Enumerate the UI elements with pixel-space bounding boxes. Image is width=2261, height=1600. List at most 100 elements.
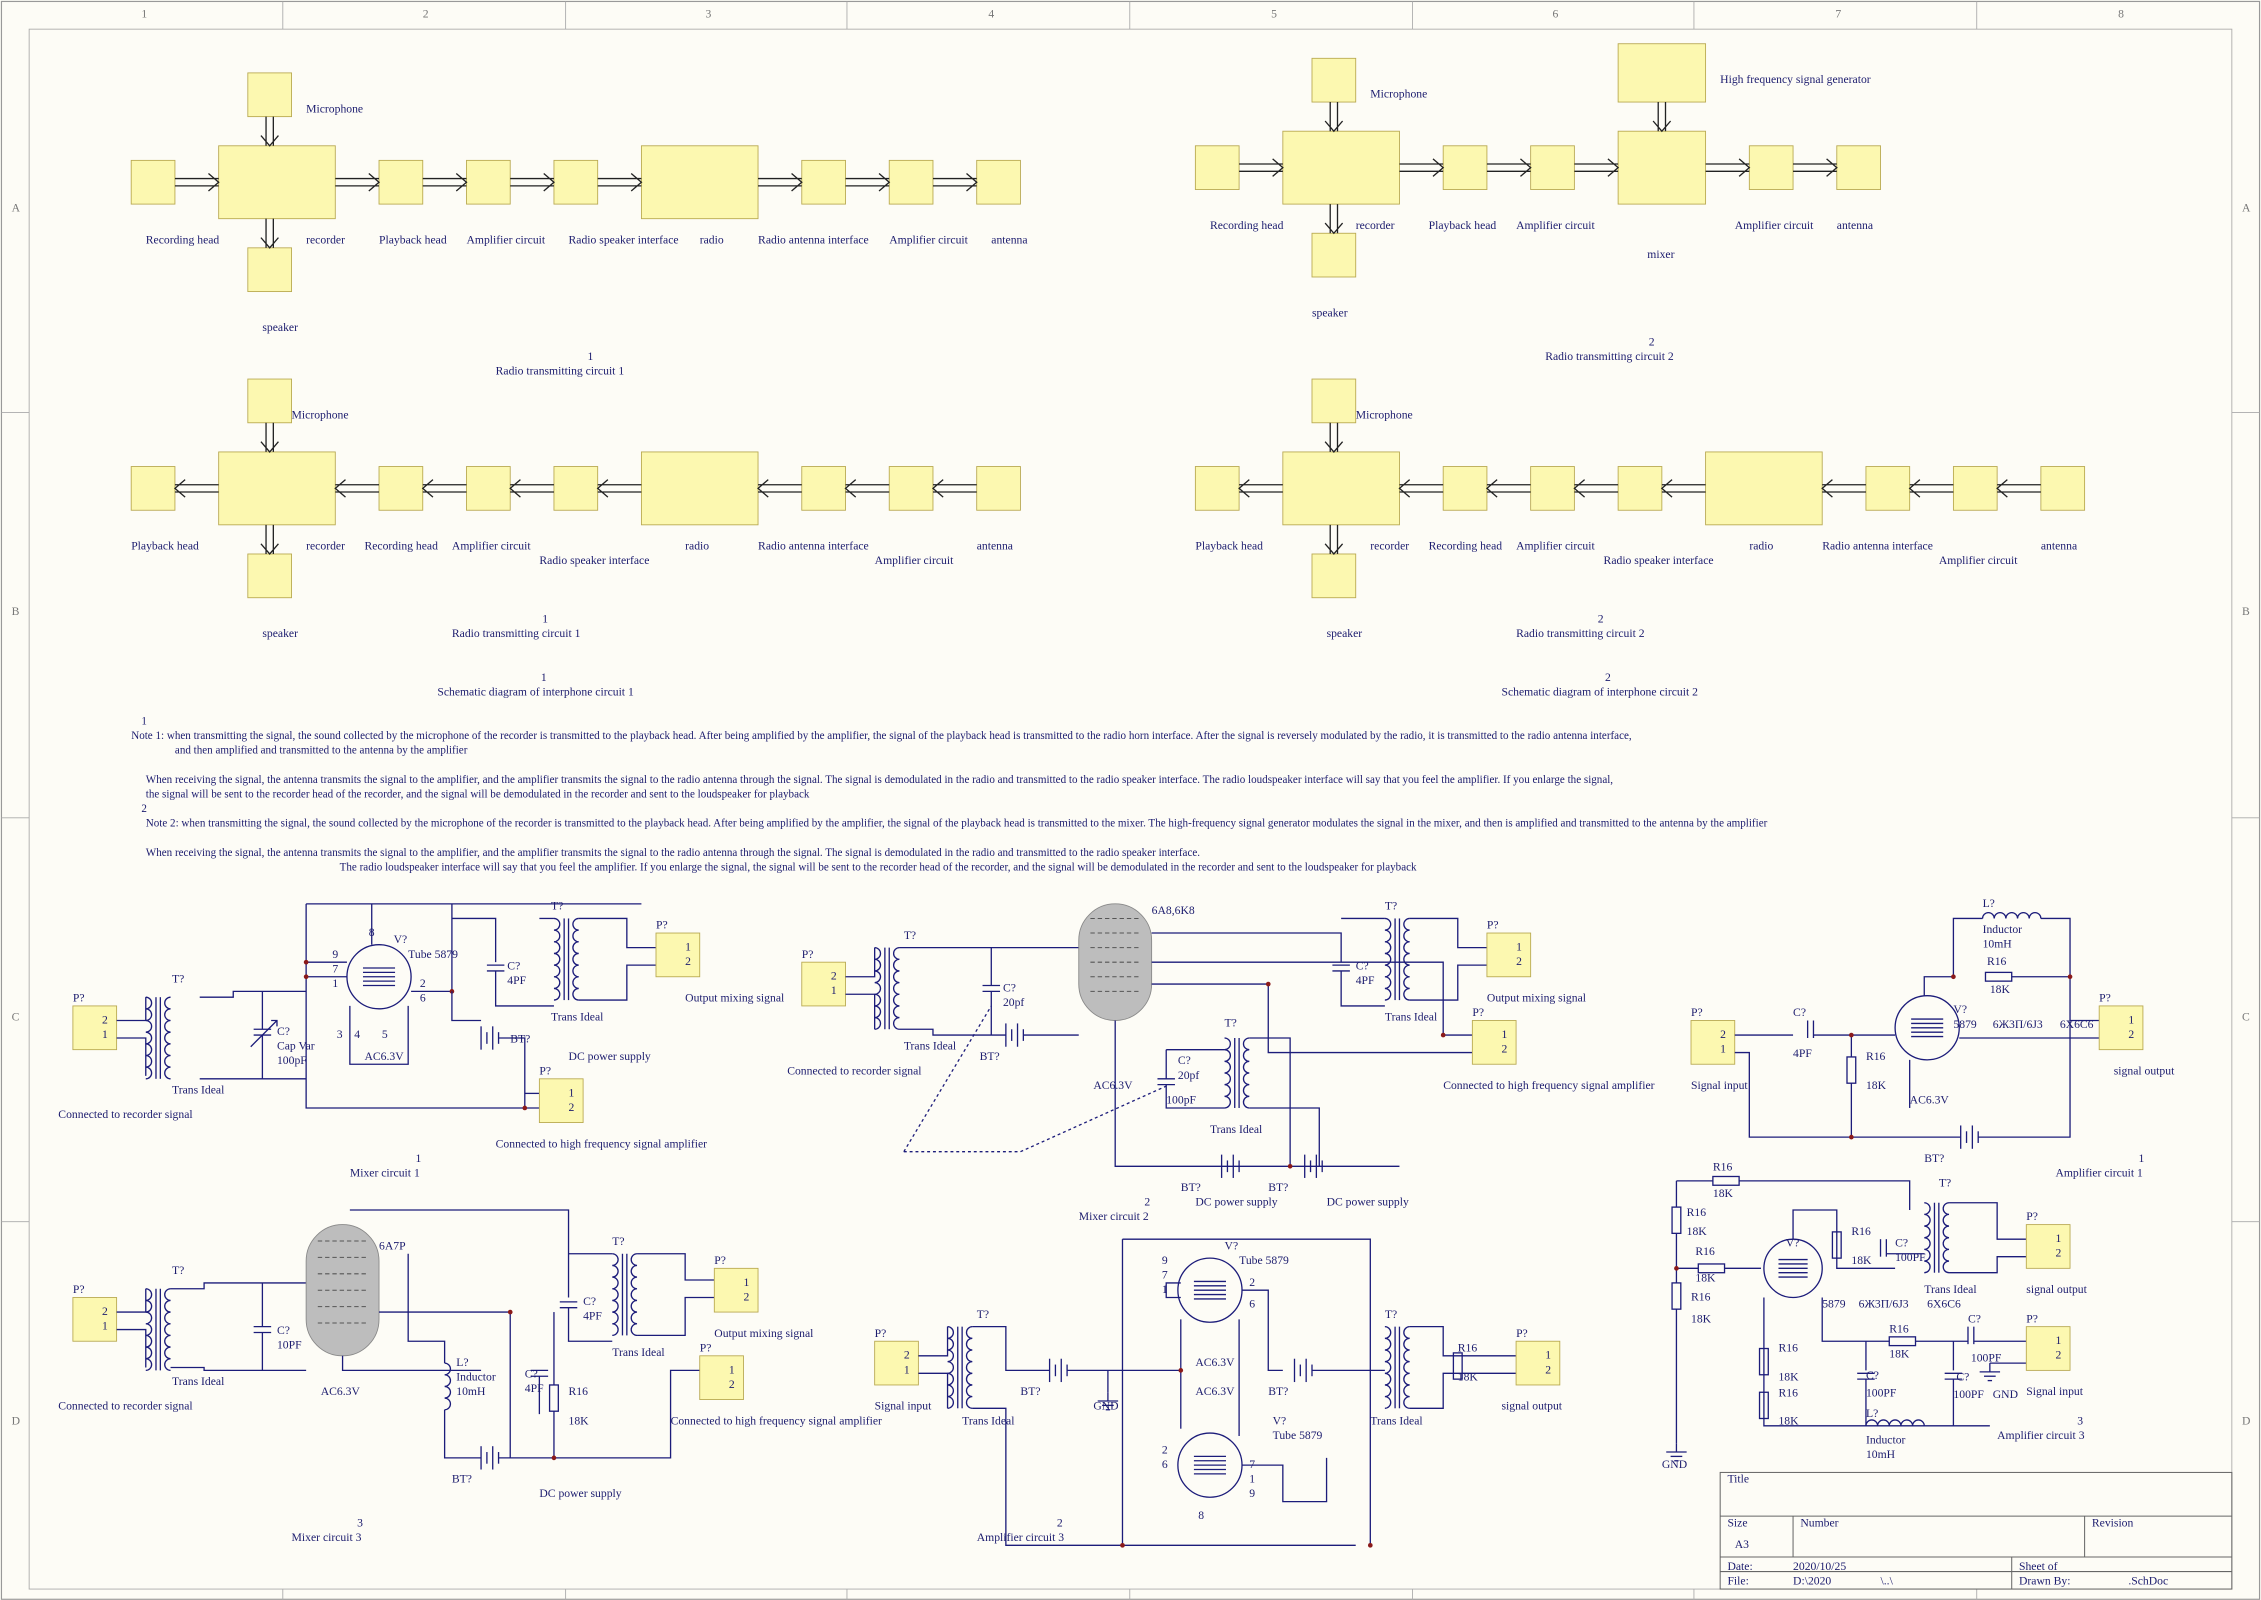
amp3-label: R16 [1713, 1161, 1733, 1174]
diagram4-label: speaker [1327, 627, 1363, 640]
mixer1-label: Mixer circuit 1 [350, 1166, 420, 1179]
transformer-secondary-icon [164, 996, 171, 1080]
mixer2-label: Connected to high frequency signal ampli… [1443, 1079, 1654, 1092]
title-block-file-path: \..\ [1881, 1575, 1894, 1588]
wire [199, 990, 307, 998]
title-block-size-label: Size [1727, 1516, 1747, 1529]
mixer1-label: 1 [332, 977, 338, 990]
mixer1-label: C? [507, 959, 520, 972]
diagram3-label: recorder [306, 540, 345, 553]
mixer1-label: 5 [382, 1028, 388, 1041]
wire [1249, 1037, 1291, 1167]
block [218, 145, 336, 220]
amp1-label: 4PF [1793, 1047, 1812, 1060]
amp2-label: Signal input [875, 1400, 932, 1413]
grid-row-label: C [12, 1011, 20, 1024]
wire [972, 1325, 1050, 1372]
transformer-secondary-icon [572, 917, 579, 1001]
port-connector [72, 1005, 118, 1051]
mixer1-label: Trans Ideal [172, 1083, 224, 1096]
mixer1-label: 100pF [277, 1054, 307, 1067]
mixer3-label: P? [73, 1283, 85, 1296]
pin-number: 2 [102, 1013, 108, 1026]
amp3-label: R16 [1778, 1387, 1798, 1400]
junction-dot [1951, 974, 1956, 980]
title-block-size-value: A3 [1735, 1538, 1749, 1551]
diagram3-label: Microphone [292, 408, 349, 421]
pin-number: 1 [743, 1276, 749, 1289]
diagram3-label: Radio antenna interface [758, 540, 869, 553]
transformer-secondary-icon [1403, 917, 1410, 1001]
transformer-primary-icon [553, 917, 561, 1001]
mixer1-label: Connected to recorder signal [58, 1108, 192, 1121]
port-connector [1690, 1020, 1736, 1065]
junction-dot [1849, 1032, 1854, 1038]
diagram1-label: Playback head [379, 233, 447, 246]
mixer2-label: P? [1487, 919, 1499, 932]
diagram3-label: radio [685, 540, 709, 553]
flow-arrow [1324, 422, 1344, 453]
amp2-label: 7 [1162, 1269, 1168, 1282]
amp3-label: 6X6C6 [1927, 1298, 1961, 1311]
block [1865, 466, 1911, 511]
flow-arrow [1908, 479, 1954, 498]
mixer2-label: BT? [1181, 1181, 1201, 1194]
amp3-label: 18K [1889, 1347, 1910, 1360]
mixer2-label: Output mixing signal [1487, 992, 1586, 1005]
amp2-label: P? [1516, 1327, 1528, 1340]
amp3-label: C? [1968, 1312, 1981, 1325]
flow-arrow [1485, 479, 1531, 498]
block [1311, 232, 1357, 278]
diagram2-label: 2 [1649, 336, 1655, 349]
title-block-date-value: 2020/10/25 [1793, 1560, 1846, 1573]
flow-arrow [1793, 158, 1838, 177]
mixer2-label: DC power supply [1327, 1196, 1409, 1209]
pin-number: 1 [2055, 1334, 2061, 1347]
amp1-label: BT? [1924, 1152, 1944, 1165]
title-block-sheet-label: Sheet of [2019, 1560, 2058, 1573]
mixer3-label: 10PF [277, 1339, 302, 1352]
resistor-icon [1452, 1352, 1463, 1380]
wire [1249, 1107, 1320, 1167]
amp2-label: 1 [1162, 1283, 1168, 1296]
grid-col-label: 7 [1835, 7, 1841, 20]
block [801, 466, 846, 511]
mixer1-label: Connected to high frequency signal ampli… [496, 1137, 707, 1150]
mixer3-label: L? [456, 1356, 468, 1369]
grid-col-label: 8 [2118, 7, 2124, 20]
wire [578, 917, 656, 949]
grid-col-label: 6 [1553, 7, 1559, 20]
block [378, 159, 424, 205]
wire [498, 1369, 700, 1459]
mixer1-label: 7 [332, 962, 338, 975]
block [1442, 466, 1488, 511]
diagram3-label: antenna [977, 540, 1014, 553]
inductor-icon [1865, 1419, 1925, 1426]
mixer3-label: Mixer circuit 3 [292, 1531, 362, 1544]
amp2-label: T? [1385, 1308, 1397, 1321]
wire [1151, 961, 1473, 1036]
amp3-label: 3 [2077, 1414, 2083, 1427]
mixer1-label: 2 [420, 977, 426, 990]
amp1-label: V? [1953, 1003, 1967, 1016]
wire [1734, 1051, 1961, 1138]
grid-col-label: 7 [1835, 1598, 1841, 1600]
block [801, 159, 846, 205]
diagram2-label: Microphone [1370, 88, 1427, 101]
wire [1739, 1180, 1911, 1211]
title-block-revision-label: Revision [2092, 1516, 2134, 1529]
block [1194, 466, 1240, 511]
amp2-label: 2 [1057, 1516, 1063, 1529]
transformer-secondary-icon [1242, 1037, 1250, 1109]
grid-row-label: A [12, 201, 21, 214]
mixer2-label: C? [1178, 1054, 1191, 1067]
wire [637, 1253, 715, 1281]
resistor-icon [1758, 1347, 1769, 1376]
diagram3-label: speaker [262, 627, 298, 640]
amp3-label: 18K [1713, 1187, 1734, 1200]
amp1-label: 1 [2139, 1152, 2145, 1165]
amp3-label: Amplifier circuit 3 [1997, 1429, 2085, 1442]
block [466, 466, 511, 511]
flow-arrow [1324, 204, 1344, 235]
inductor-icon [1981, 911, 2042, 919]
